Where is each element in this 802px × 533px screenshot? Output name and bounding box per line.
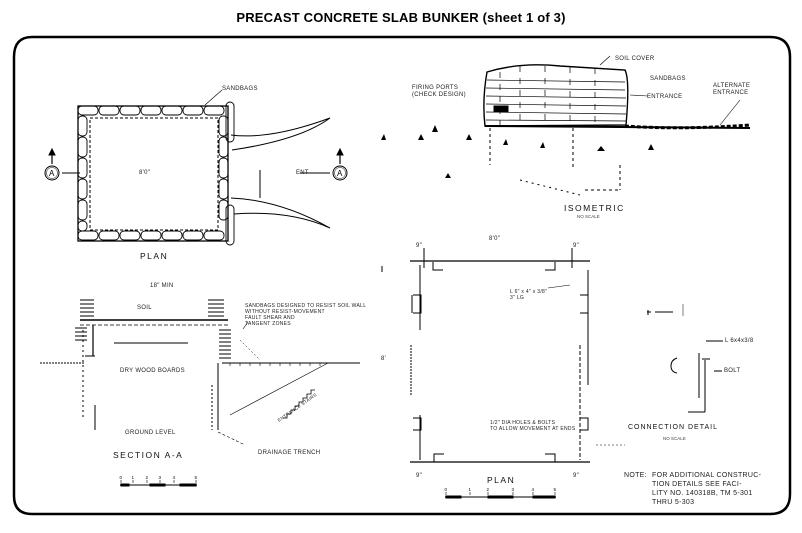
- weld-label: 1/2" DIA HOLES & BOLTS TO ALLOW MOVEMENT…: [490, 420, 576, 432]
- section-scale-tick-label: 0: [120, 475, 123, 480]
- dim-corner-br: 9": [573, 473, 580, 479]
- connection-detail-subcaption: NO SCALE: [663, 436, 686, 441]
- sandbag-plan-drawing: [44, 89, 348, 246]
- section-marker-right-text: A: [337, 169, 343, 178]
- dim-corner-tr: 9": [573, 243, 580, 249]
- section-aa-caption: SECTION A-A: [113, 450, 184, 460]
- section-scale-tick-label: 3: [159, 475, 162, 480]
- sheet-border: [12, 35, 792, 516]
- section-marker-left-text: A: [49, 169, 55, 178]
- slab-plan-caption: PLAN: [487, 475, 516, 485]
- slab-plan-drawing: [381, 248, 625, 463]
- iso-sandbags-label: SANDBAGS: [650, 76, 686, 82]
- sandbag-plan-caption: PLAN: [140, 251, 169, 261]
- dim-corner-tl: 9": [416, 243, 423, 249]
- slab-scale-tick-label: 1: [469, 487, 472, 492]
- isometric-drawing: [381, 55, 751, 196]
- document-title: PRECAST CONCRETE SLAB BUNKER (sheet 1 of…: [236, 10, 566, 25]
- isometric-caption: ISOMETRIC: [564, 203, 625, 213]
- sandbag-note-label: SANDBAGS DESIGNED TO RESIST SOIL WALL WI…: [245, 303, 367, 327]
- slab-scale-tick-label: 0: [445, 487, 448, 492]
- note-prefix: NOTE:: [624, 472, 647, 479]
- slab-scale-tick-label: 2: [487, 487, 490, 492]
- section-top-label: 18" MIN: [150, 283, 174, 289]
- beam-label: L 6" x 4" x 3/8" 3" LG: [510, 289, 548, 301]
- section-scale-bar: [120, 480, 197, 487]
- iso-entrance-label: ENTRANCE: [647, 94, 683, 100]
- section-scale-tick-label: 5: [195, 475, 198, 480]
- firing-ports-label: FIRING PORTS (CHECK DESIGN): [412, 85, 466, 98]
- connection-detail-caption: CONNECTION DETAIL: [628, 424, 718, 431]
- dim-corner-bl: 9": [416, 473, 423, 479]
- slab-scale-tick-label: 3: [512, 487, 515, 492]
- slab-scale-tick-label: 4: [532, 487, 535, 492]
- alternate-entrance-label: ALTERNATE ENTRANCE: [713, 83, 751, 96]
- slab-scale-tick-label: 5: [554, 487, 557, 492]
- connection-detail-drawing: [647, 304, 723, 413]
- angle-label: L 6x4x3/8: [725, 338, 754, 344]
- slab-top-dim: 8'0": [489, 236, 501, 242]
- note-text: FOR ADDITIONAL CONSTRUC- TION DETAILS SE…: [652, 472, 762, 506]
- bolt-label: BOLT: [724, 368, 741, 374]
- section-aa-drawing: [40, 299, 360, 446]
- slab-scale-bar: [445, 492, 556, 499]
- ground-level-label: GROUND LEVEL: [125, 430, 176, 436]
- soil-label: SOIL: [137, 305, 152, 311]
- section-scale-tick-label: 1: [132, 475, 135, 480]
- section-scale-tick-label: 4: [173, 475, 176, 480]
- plan-center-label: 8'0": [139, 170, 151, 176]
- entrance-label: ENT: [296, 170, 309, 176]
- sandbags-label: SANDBAGS: [222, 86, 258, 92]
- section-scale-tick-label: 2: [146, 475, 149, 480]
- slab-left-dim: 8': [381, 356, 387, 362]
- isometric-subcaption: NO SCALE: [577, 214, 600, 219]
- drainage-label: DRAINAGE TRENCH: [258, 450, 321, 456]
- interior-label: DRY WOOD BOARDS: [120, 368, 185, 374]
- soil-cover-label: SOIL COVER: [615, 56, 655, 62]
